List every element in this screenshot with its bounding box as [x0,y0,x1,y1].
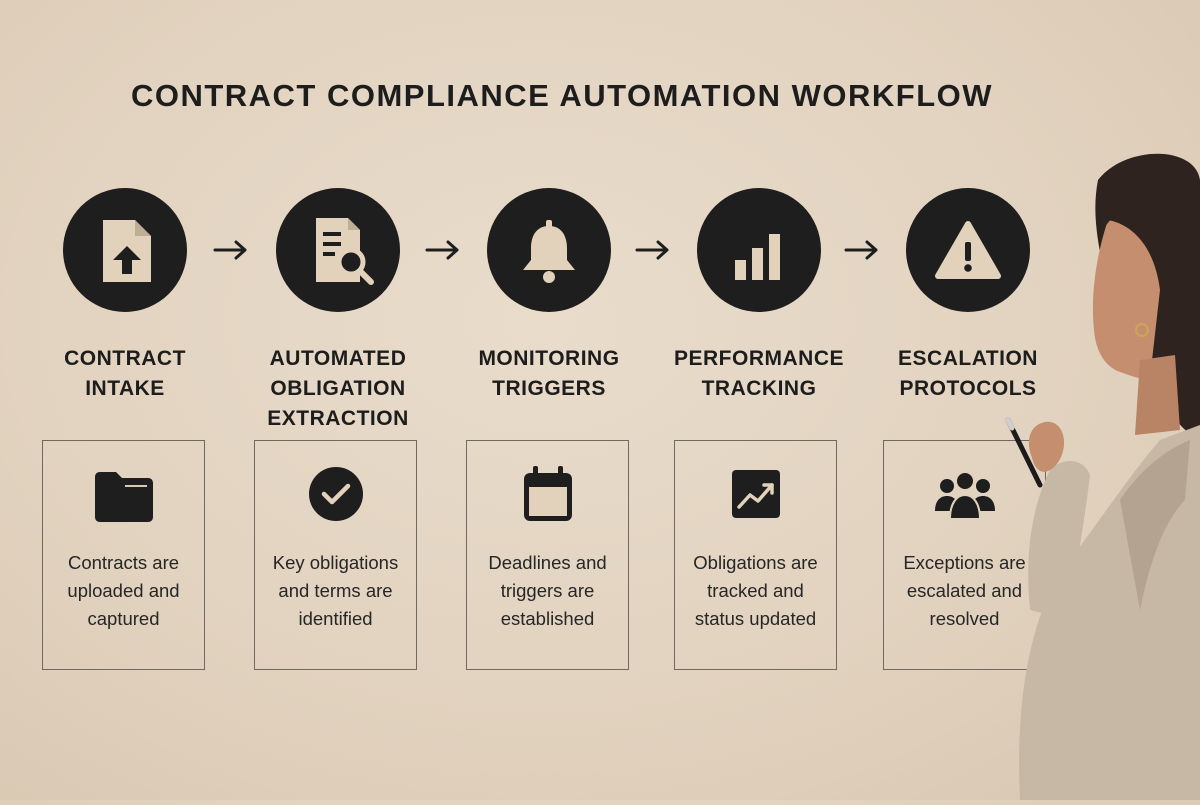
document-upload-icon [63,188,187,312]
people-group-icon [930,459,1000,529]
description-card-extraction: Key obligations and terms are identified [254,440,417,670]
step-label-performance-tracking: PERFORMANCE TRACKING [664,344,854,404]
card-text-line: tracked and [707,580,804,601]
presenter-figure [990,140,1200,800]
flow-arrow-icon [211,236,251,264]
step-label-line: TRACKING [701,377,817,400]
card-text-line: uploaded and [67,580,180,601]
step-label-line: EXTRACTION [267,407,409,430]
description-card-tracking: Obligations are tracked and status updat… [674,440,837,670]
flow-arrow-icon [423,236,463,264]
step-label-escalation-protocols: ESCALATION PROTOCOLS [873,344,1063,404]
card-text-line: Exceptions are [903,552,1026,573]
folder-icon [89,459,159,529]
card-text-line: and terms are [278,580,393,601]
step-label-line: ESCALATION [898,347,1038,370]
step-label-line: OBLIGATION [270,377,406,400]
description-card-monitoring: Deadlines and triggers are established [466,440,629,670]
card-text-line: established [500,608,595,629]
step-label-obligation-extraction: AUTOMATED OBLIGATION EXTRACTION [243,344,433,434]
calendar-icon [513,459,583,529]
diagram-title: CONTRACT COMPLIANCE AUTOMATION WORKFLOW [130,78,994,113]
description-card-intake: Contracts are uploaded and captured [42,440,205,670]
step-label-line: MONITORING [478,347,620,370]
document-search-icon [276,188,400,312]
step-label-line: INTAKE [85,377,165,400]
step-label-line: AUTOMATED [269,347,407,370]
step-label-contract-intake: CONTRACT INTAKE [30,344,220,404]
card-text-line: captured [87,608,160,629]
card-text-line: triggers are [500,580,595,601]
card-text-line: resolved [929,608,1000,629]
warning-icon [906,188,1030,312]
bell-icon [487,188,611,312]
step-label-line: PROTOCOLS [899,377,1037,400]
check-circle-icon [301,459,371,529]
card-text-line: identified [298,608,373,629]
card-text-line: Obligations are [693,552,818,573]
bar-chart-icon [697,188,821,312]
card-text-line: escalated and [906,580,1023,601]
card-text-line: Contracts are [67,552,180,573]
step-label-monitoring-triggers: MONITORING TRIGGERS [454,344,644,404]
step-label-line: TRIGGERS [492,377,606,400]
step-label-line: PERFORMANCE [673,347,844,370]
flow-arrow-icon [842,236,882,264]
card-text-line: Deadlines and [488,552,607,573]
card-text-line: Key obligations [272,552,399,573]
card-text-line: status updated [694,608,817,629]
flow-arrow-icon [633,236,673,264]
trending-up-icon [721,459,791,529]
step-label-line: CONTRACT [64,347,186,370]
